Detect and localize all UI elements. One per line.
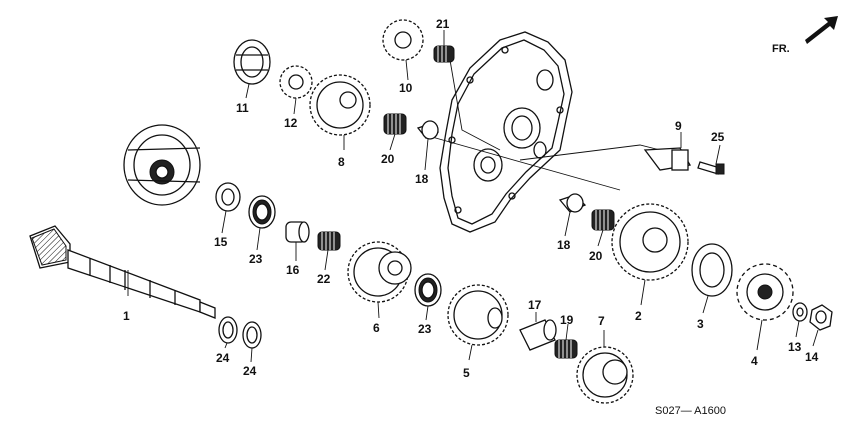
part-label-6: 6 xyxy=(373,321,380,335)
gear-8 xyxy=(309,74,371,136)
gear-7 xyxy=(576,346,634,404)
part-label-4: 4 xyxy=(751,354,758,368)
part-label-20-upper: 20 xyxy=(381,152,395,166)
part-label-5: 5 xyxy=(463,366,470,380)
mainshaft xyxy=(29,225,216,319)
part-label-23-lower: 23 xyxy=(418,322,432,336)
synchro-hub-11 xyxy=(233,39,271,85)
distance-collar xyxy=(285,221,310,243)
part-label-18-upper: 18 xyxy=(415,172,429,186)
part-label-23-upper: 23 xyxy=(249,252,263,266)
collar-18-upper xyxy=(416,120,440,140)
needle-bearing-22 xyxy=(317,231,341,251)
direction-label: FR. xyxy=(772,43,790,55)
needle-bearing-19 xyxy=(554,339,578,359)
part-label-3: 3 xyxy=(697,317,704,331)
gear-2 xyxy=(611,203,689,281)
bolt-25 xyxy=(697,161,725,175)
part-label-25: 25 xyxy=(711,130,725,144)
part-label-24-left: 24 xyxy=(216,351,230,365)
part-label-19: 19 xyxy=(560,313,574,327)
gear-12 xyxy=(279,65,313,99)
part-label-2: 2 xyxy=(635,309,642,323)
part-label-13: 13 xyxy=(788,340,802,354)
part-label-18-lower: 18 xyxy=(557,238,571,252)
ball-bearing-lower xyxy=(414,273,442,307)
synchro-ring-3 xyxy=(691,243,733,297)
parking-gear-4 xyxy=(736,263,794,321)
ball-bearing-upper xyxy=(248,195,276,229)
gear-6 xyxy=(347,241,412,303)
snap-ring-washers xyxy=(218,316,262,349)
part-label-22: 22 xyxy=(317,272,331,286)
part-label-16: 16 xyxy=(286,263,300,277)
part-label-11: 11 xyxy=(236,101,249,115)
part-label-7: 7 xyxy=(598,314,605,328)
part-label-17: 17 xyxy=(528,298,542,312)
gear-10 xyxy=(382,19,424,61)
part-label-20-lower: 20 xyxy=(589,249,603,263)
part-leaders xyxy=(127,30,819,363)
part-label-9: 9 xyxy=(675,119,682,133)
part-label-24-right: 24 xyxy=(243,364,257,378)
part-label-21: 21 xyxy=(436,17,450,31)
part-label-10: 10 xyxy=(399,81,413,95)
part-label-14: 14 xyxy=(805,350,819,364)
needle-bearing-20-upper xyxy=(383,113,407,135)
case-cover-plate xyxy=(439,31,573,233)
collar-18-lower xyxy=(558,193,587,213)
clutch-drum-assembly xyxy=(123,124,201,206)
thrust-washer xyxy=(215,182,241,212)
shift-shaft-9 xyxy=(643,147,692,171)
part-label-8: 8 xyxy=(338,155,345,169)
part-labels: 1 2 3 4 5 6 7 8 9 10 11 12 13 14 15 16 1… xyxy=(123,17,819,380)
washer-13 xyxy=(792,302,808,322)
part-label-15: 15 xyxy=(214,235,228,249)
gear-5 xyxy=(447,284,509,346)
needle-bearing-20-lower xyxy=(591,209,615,231)
needle-bearing-21 xyxy=(433,45,455,63)
part-label-1: 1 xyxy=(123,309,130,323)
front-direction-arrow: FR. xyxy=(772,16,838,55)
collar-17 xyxy=(519,319,557,351)
diagram-code: S027— A1600 xyxy=(655,405,726,417)
locknut-14 xyxy=(809,304,833,331)
part-label-12: 12 xyxy=(284,116,298,130)
